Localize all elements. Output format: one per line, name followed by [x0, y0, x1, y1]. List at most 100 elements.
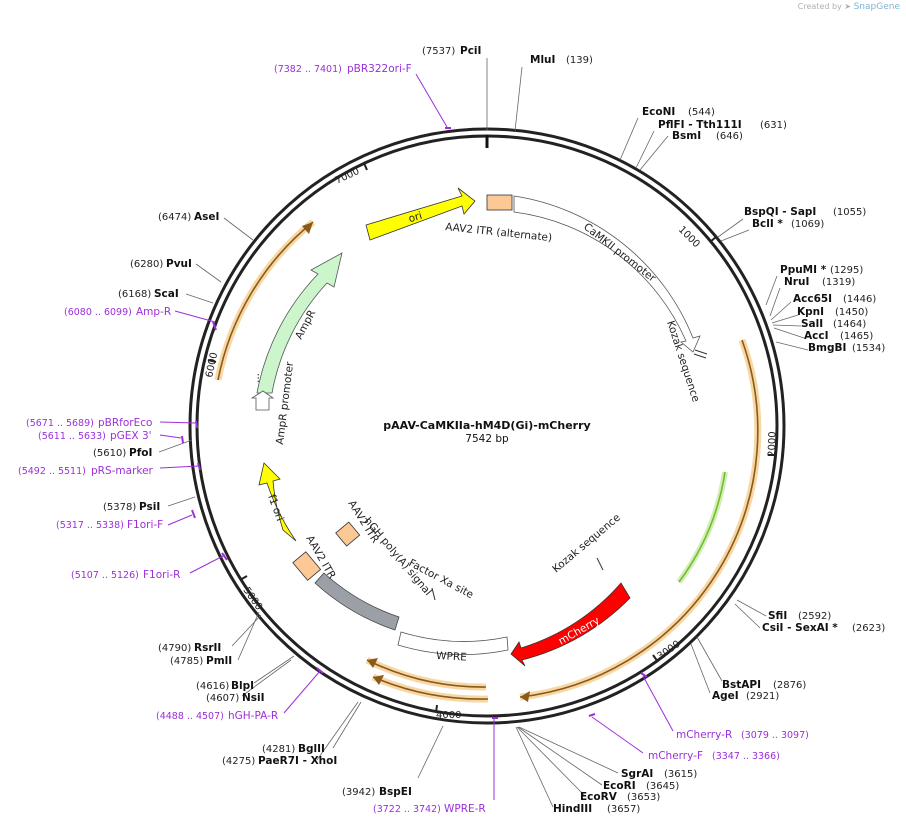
enzyme-name-pcii: PciI — [460, 45, 481, 57]
aav2-itr-alt-label: AAV2 ITR (alternate) — [445, 221, 553, 244]
enzyme-pos-pmli: (4785) — [170, 656, 203, 667]
ampr-promoter-feature — [250, 390, 275, 411]
tick-marks — [207, 162, 776, 714]
wpre-label: WPRE — [436, 650, 467, 664]
primer-name-amp-r: Amp-R — [136, 306, 171, 318]
primer-name-pbrforeco: pBRforEco — [98, 417, 152, 429]
enzyme-name-sgrai: SgrAI — [621, 768, 653, 780]
enzyme-leader-lines — [158, 58, 809, 808]
aav2-itr-alt-feature — [486, 194, 513, 211]
enzyme-pos-nrui: (1319) — [822, 277, 855, 288]
enzyme-name-rsrii: RsrII — [194, 642, 221, 654]
enzyme-name-bspei: BspEI — [379, 786, 412, 798]
enzyme-pos-agei: (2921) — [746, 691, 779, 702]
f1-ori-label: f1 ori — [265, 493, 286, 523]
enzyme-pos-bsmi: (646) — [716, 131, 743, 142]
enzyme-pos-sali: (1464) — [833, 319, 866, 330]
primer-pos-pbr322ori-f: (7382 .. 7401) — [274, 64, 342, 75]
ampr-feature — [256, 252, 343, 394]
primer-pos-mcherry-r: (3079 .. 3097) — [741, 730, 809, 741]
enzyme-name-psii: PsiI — [139, 501, 160, 513]
enzyme-name-ecori: EcoRI — [603, 780, 636, 792]
primer-labels: (7382 .. 7401) pBR322ori-F (6080 .. 6099… — [18, 63, 809, 815]
enzyme-pos-scai: (6168) — [118, 289, 151, 300]
credit-brand: SnapGene — [853, 2, 900, 12]
enzyme-pos-bglii: (4281) — [262, 744, 295, 755]
credit-prefix: Created by — [797, 2, 842, 11]
primer-name-f1ori-f: F1ori-F — [127, 519, 163, 531]
primer-name-wpre-r: WPRE-R — [444, 803, 486, 815]
camkii-promoter-label: CaMKII promoter — [581, 221, 658, 285]
primer-pos-pbrforeco: (5671 .. 5689) — [26, 418, 94, 429]
enzyme-name-sfii: SfiI — [768, 610, 787, 622]
enzyme-name-csii: CsiI - SexAI * — [762, 622, 838, 634]
primer-name-prs-marker: pRS-marker — [91, 465, 154, 477]
enzyme-name-sali: SalI — [801, 318, 823, 330]
enzyme-pos-ecorv: (3653) — [627, 792, 660, 803]
enzyme-pos-psii: (5378) — [103, 502, 136, 513]
enzyme-name-bmgbi: BmgBI — [808, 342, 846, 354]
primer-pos-mcherry-f: (3347 .. 3366) — [712, 751, 780, 762]
kozak-label-2: Kozak sequence — [550, 512, 623, 576]
primer-pos-wpre-r: (3722 .. 3742) — [373, 804, 441, 815]
enzyme-pos-asei: (6474) — [158, 212, 191, 223]
plasmid-name: pAAV-CaMKIIa-hM4D(Gi)-mCherry — [383, 419, 590, 432]
ori-label: ori — [407, 210, 424, 225]
hgh-polya-feature — [314, 572, 400, 631]
primer-pos-amp-r: (6080 .. 6099) — [64, 307, 132, 318]
enzyme-name-acc65i: Acc65I — [793, 293, 832, 305]
enzyme-name-mlui: MluI — [530, 54, 555, 66]
enzyme-pos-ecori: (3645) — [646, 781, 679, 792]
enzyme-pos-acci: (1465) — [840, 331, 873, 342]
snapgene-logo-icon: ➤ — [844, 2, 852, 11]
enzyme-pos-econi: (544) — [688, 107, 715, 118]
enzyme-labels: (7537) PciI MluI (139) EcoNI (544) PflFI… — [93, 45, 885, 815]
enzyme-pos-pfoi: (5610) — [93, 448, 126, 459]
plasmid-size: 7542 bp — [465, 433, 509, 445]
enzyme-name-hindiii: HindIII — [553, 803, 592, 815]
enzyme-name-agei: AgeI — [712, 690, 739, 702]
enzyme-name-pflfi: PflFI - Tth111I — [658, 119, 742, 131]
enzyme-name-bstapi: BstAPI — [722, 679, 761, 691]
enzyme-pos-pcii: (7537) — [422, 46, 455, 57]
enzyme-pos-csii: (2623) — [852, 623, 885, 634]
tick-label-4000: 4000 — [436, 710, 461, 721]
enzyme-pos-hindiii: (3657) — [607, 804, 640, 815]
enzyme-name-asei: AseI — [194, 211, 219, 223]
enzyme-pos-sfii: (2592) — [798, 611, 831, 622]
enzyme-name-kpni: KpnI — [797, 306, 824, 318]
enzyme-name-scai: ScaI — [154, 288, 179, 300]
primer-name-f1ori-r: F1ori-R — [143, 569, 180, 581]
kozak-marker-1 — [694, 349, 708, 355]
enzyme-pos-kpni: (1450) — [835, 307, 868, 318]
enzyme-pos-rsrii: (4790) — [158, 643, 191, 654]
enzyme-pos-nsii: (4607) — [206, 693, 239, 704]
primer-name-hgh-pa-r: hGH-PA-R — [228, 710, 278, 722]
enzyme-name-bglii: BglII — [298, 743, 325, 755]
factorxa-marker — [431, 587, 436, 601]
primer-name-mcherry-r: mCherry-R — [676, 729, 732, 741]
primer-pos-f1ori-f: (5317 .. 5338) — [56, 520, 124, 531]
aav2-itr-feature-2 — [335, 521, 361, 547]
enzyme-name-blpi: BlpI — [231, 680, 254, 692]
primer-name-mcherry-f: mCherry-F — [648, 750, 703, 762]
primer-name-pbr322ori-f: pBR322ori-F — [347, 63, 412, 75]
ampr-promoter-label: AmpR promoter — [274, 360, 296, 445]
enzyme-name-pfoi: PfoI — [129, 447, 152, 459]
enzyme-name-bcli: BclI * — [752, 218, 783, 230]
enzyme-pos-paer7i: (4275) — [222, 756, 255, 767]
primer-pos-pgex3: (5611 .. 5633) — [38, 431, 106, 442]
enzyme-name-ecorv: EcoRV — [580, 791, 618, 803]
primer-pos-f1ori-r: (5107 .. 5126) — [71, 570, 139, 581]
camkii-promoter-feature — [513, 195, 701, 353]
enzyme-pos-bspqi: (1055) — [833, 207, 866, 218]
enzyme-name-acci: AccI — [804, 330, 828, 342]
enzyme-pos-bspei: (3942) — [342, 787, 375, 798]
kozak-marker-2 — [596, 557, 604, 571]
enzyme-pos-blpi: (4616) — [196, 681, 229, 692]
created-by-credit: Created by ➤ SnapGene — [798, 2, 900, 12]
enzyme-name-nsii: NsiI — [242, 692, 265, 704]
wpre-feature — [397, 631, 509, 655]
enzyme-pos-bmgbi: (1534) — [852, 343, 885, 354]
